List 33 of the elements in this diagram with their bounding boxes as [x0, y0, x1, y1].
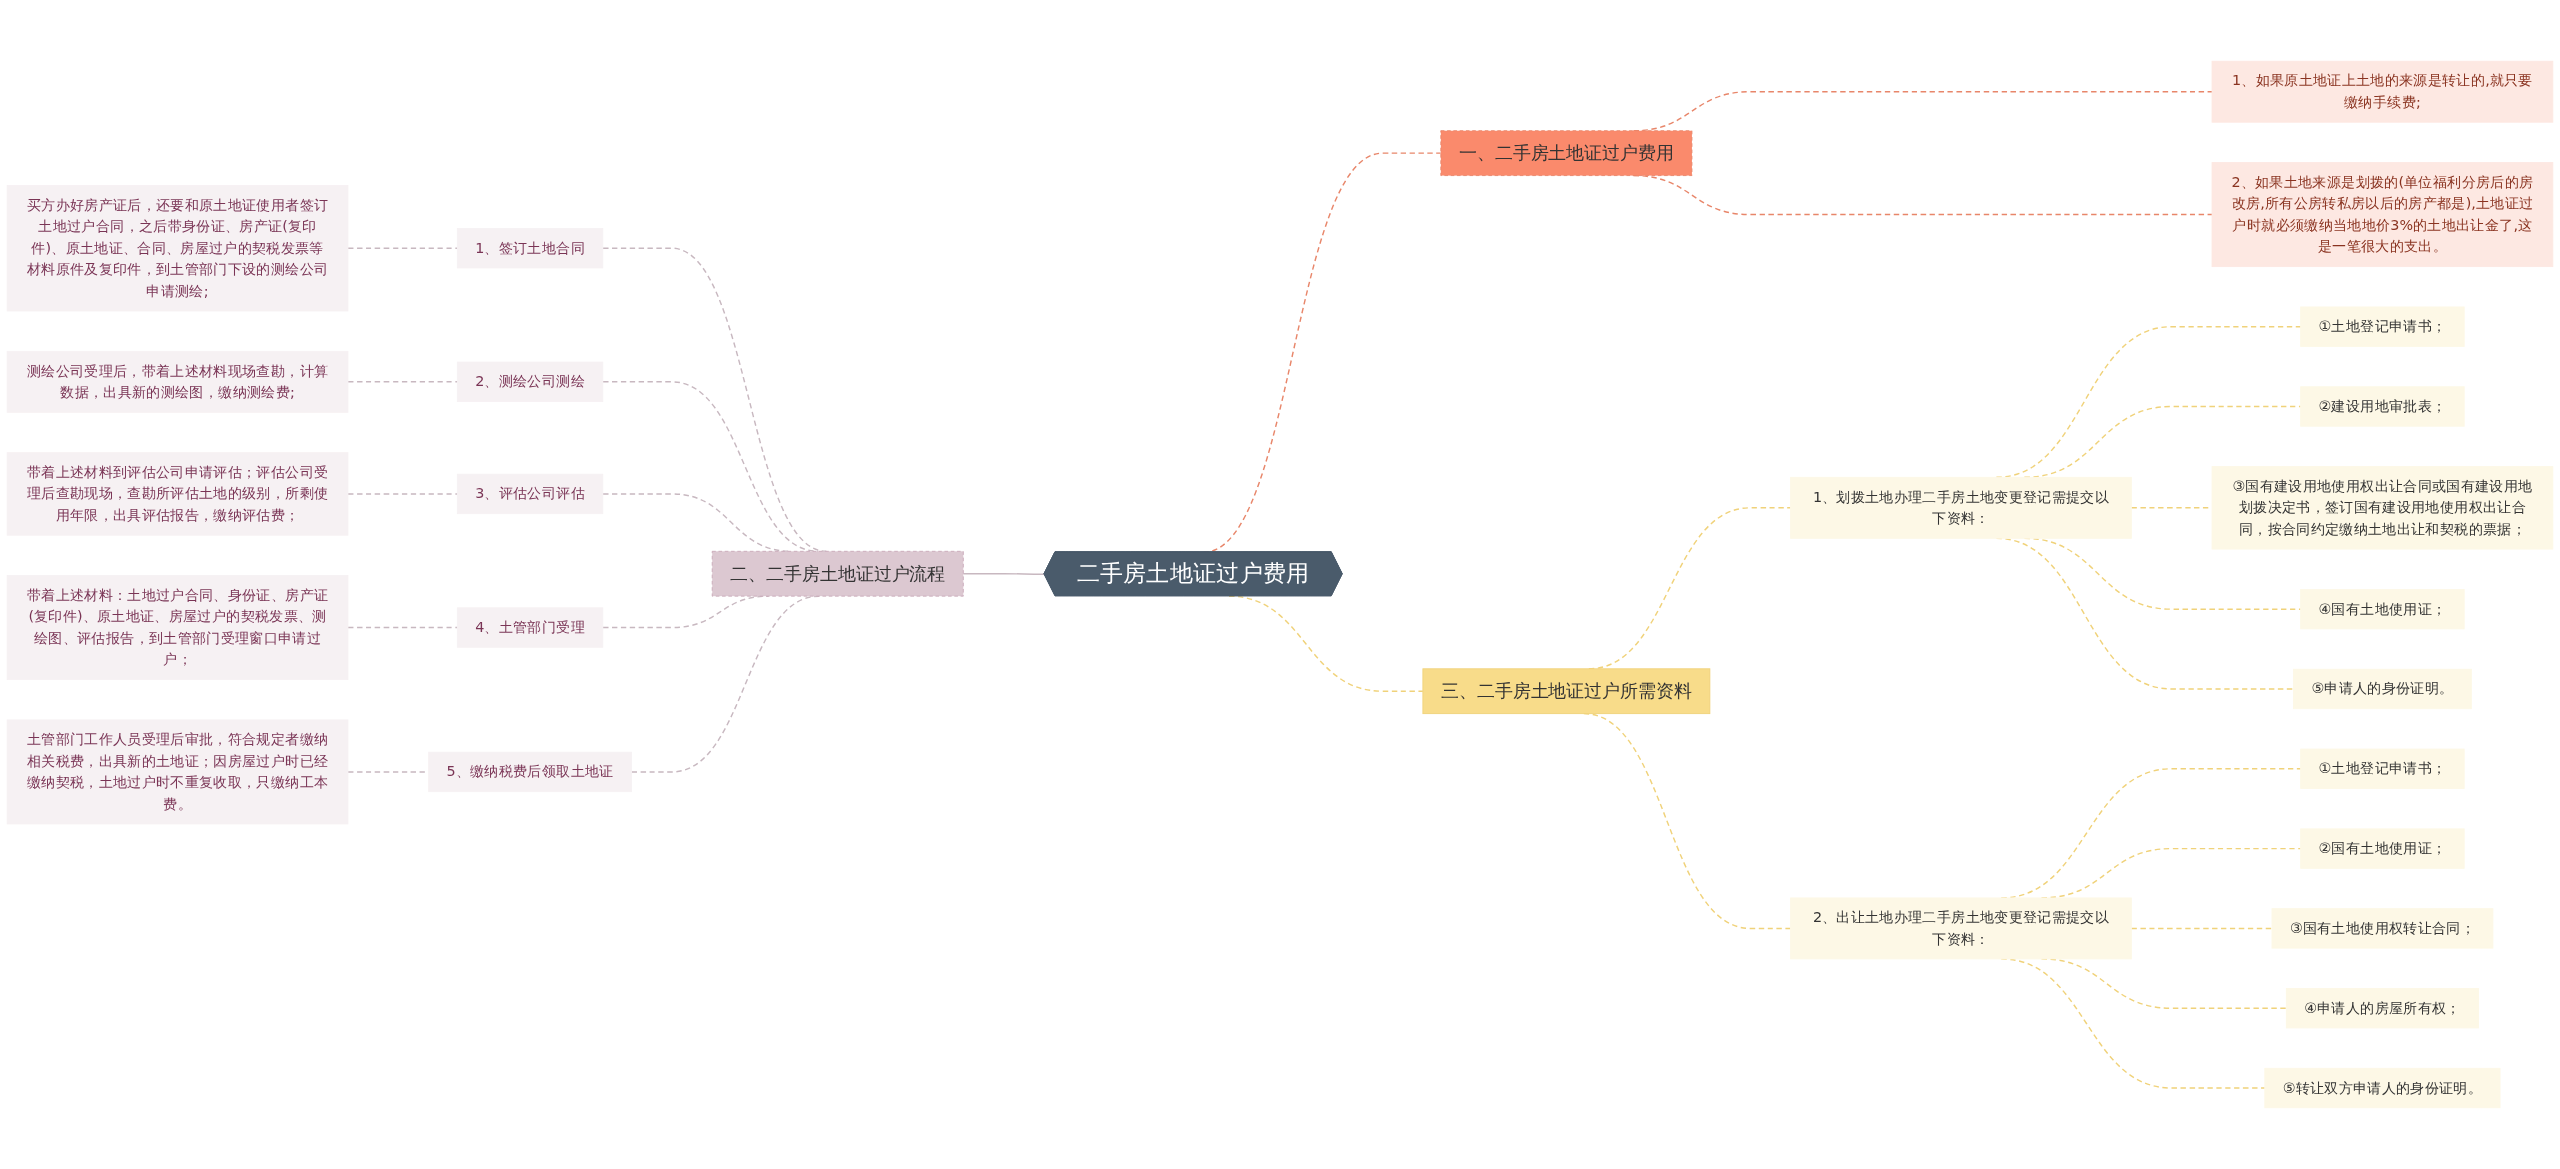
node-box: 二、二手房土地证过户流程	[711, 550, 964, 597]
node-box: 带着上述材料：土地过户合同、身份证、房产证(复印件)、原土地证、房屋过户的契税发票、测绘图、评估报告，到土管部门受理窗口申请过户；	[6, 575, 349, 680]
node-box: 买方办好房产证后，还要和原土地证使用者签订土地过户合同，之后带身份证、房产证(复印件)、原土地证、合同、房屋过户的契税发票等材料原件及复印件，到土管部门下设的测绘公司申请测绘;	[6, 185, 349, 312]
node-box: ①土地登记申请书；	[2300, 748, 2465, 789]
node-box: 2、测绘公司测绘	[456, 361, 604, 402]
node-box: ②建设用地审批表；	[2300, 386, 2465, 427]
node-box: 带着上述材料到评估公司申请评估；评估公司受理后查勘现场，查勘所评估土地的级别，所剩使用年限，出具评估报告，缴纳评估费；	[6, 452, 349, 536]
node-box: 4、土管部门受理	[456, 607, 604, 648]
connector	[2130, 927, 2273, 930]
node-box: ①土地登记申请书；	[2300, 306, 2465, 347]
node-box: ⑤转让双方申请人的身份证明。	[2264, 1067, 2501, 1109]
node-box: ③国有土地使用权转让合同；	[2271, 908, 2494, 949]
node-box: 一、二手房土地证过户费用	[1440, 130, 1693, 176]
connector	[347, 626, 459, 629]
node-box: ④申请人的房屋所有权；	[2285, 988, 2479, 1029]
node-box: 1、划拨土地办理二手房土地变更登记需提交以下资料：	[1790, 476, 2132, 539]
node-box: 三、二手房土地证过户所需资料	[1422, 668, 1711, 715]
node-box: 1、如果原土地证上土地的来源是转让的,就只要缴纳手续费;	[2211, 60, 2554, 123]
node-box: 5、缴纳税费后领取土地证	[428, 751, 632, 793]
node-box: 2、如果土地来源是划拨的(单位福利分房后的房改房,所有公房转私房以后的房产都是),土地证过户时就必须缴纳当地地价3%的土地出让金了,这是一笔很大的支出。	[2211, 162, 2554, 268]
node-box: ④国有土地使用证；	[2300, 588, 2465, 630]
connector	[347, 493, 459, 495]
node-box: 3、评估公司评估	[456, 473, 604, 515]
node-box: 土管部门工作人员受理后审批，符合规定者缴纳相关税费，出具新的土地证；因房屋过户时已经缴纳契税，土地过户时不重复收取，只缴纳工本费。	[6, 719, 349, 825]
connector	[962, 573, 1046, 575]
node-box: ⑤申请人的身份证明。	[2293, 668, 2472, 710]
node-box: 1、签订土地合同	[456, 228, 604, 269]
node-box: ②国有土地使用证；	[2300, 828, 2465, 869]
node-box: 2、出让土地办理二手房土地变更登记需提交以下资料：	[1790, 897, 2132, 960]
node-box: 测绘公司受理后，带着上述材料现场查勘，计算数据，出具新的测绘图，缴纳测绘费;	[6, 350, 349, 413]
connector	[347, 381, 459, 383]
node-box: ③国有建设用地使用权出让合同或国有建设用地划拨决定书，签订国有建设用地使用权出让合同，按合同约定缴纳土地出让和契税的票据；	[2211, 466, 2554, 550]
connector	[347, 247, 459, 249]
